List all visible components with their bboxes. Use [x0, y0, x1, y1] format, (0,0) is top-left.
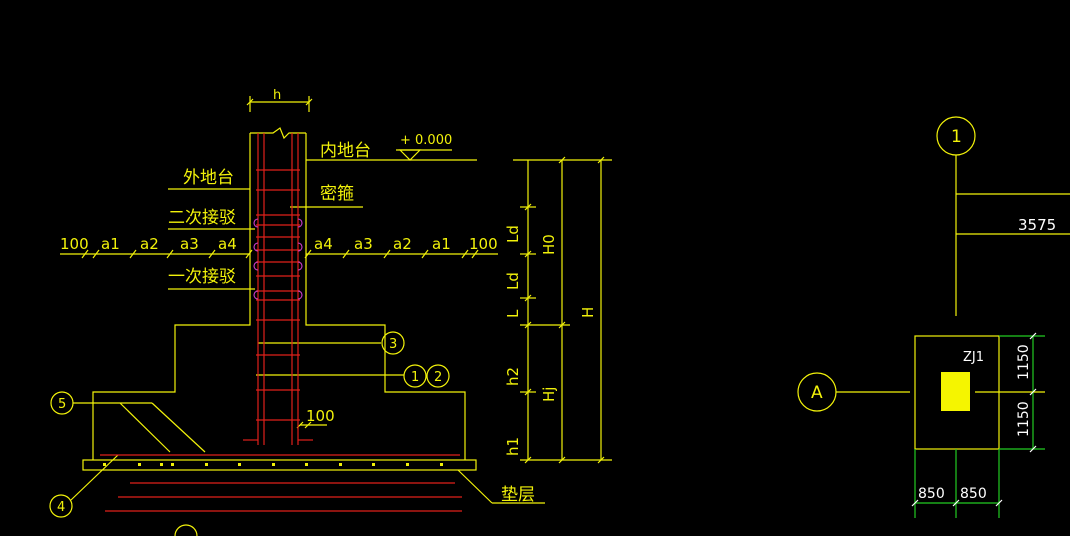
left-dim-100: 100 [60, 235, 89, 253]
right-dim-100: 100 [469, 235, 498, 253]
spacing-100-label: 100 [306, 407, 335, 425]
rebar-group [100, 133, 462, 512]
left-dim-a3: a3 [180, 235, 199, 253]
plan-labels: 1 A 3575 ZJ1 1150 1150 850 850 [811, 127, 1056, 502]
vdim-h1: h1 [504, 437, 522, 456]
axis-A-label: A [811, 383, 823, 403]
callout-3-circle [381, 331, 405, 355]
elevation-triangle [398, 149, 422, 161]
cushion-label: 垫层 [501, 485, 535, 505]
vdim-hj: Hj [540, 387, 558, 402]
callout-3-text: 3 [389, 337, 397, 352]
inner-ground-label: 内地台 [320, 141, 371, 161]
second-splice-label: 二次接驳 [168, 208, 236, 228]
callout-1-text: 1 [411, 370, 419, 385]
callout-5-text: 5 [58, 397, 66, 412]
column-zj1-fill [941, 372, 970, 411]
plan-dim-ticks [911, 332, 1037, 507]
width-label-h: h [273, 88, 281, 103]
left-dim-a2: a2 [140, 235, 159, 253]
dense-stirrup-label: 密箍 [320, 184, 354, 204]
vertical-dim-labels: Ld Ld L h2 h1 H0 Hj H [504, 225, 597, 456]
first-splice-label: 一次接驳 [168, 267, 236, 287]
callout-4-text: 4 [57, 500, 65, 515]
dim-1150-bottom: 1150 [1016, 401, 1032, 437]
footing-right-profile [305, 133, 466, 460]
right-dim-a1: a1 [432, 235, 451, 253]
callout-5-circle [50, 391, 74, 415]
right-dim-a3: a3 [354, 235, 373, 253]
left-dim-a1: a1 [101, 235, 120, 253]
callout-partial-circle [174, 524, 198, 536]
vdim-h0: H0 [540, 234, 558, 255]
dim-850-right: 850 [960, 486, 987, 502]
callout-1-circle [403, 364, 427, 388]
plan-view-outline [797, 116, 1070, 450]
dimension-ticks [81, 98, 605, 464]
callout-4-leader [70, 454, 119, 501]
callout-4-circle [49, 494, 73, 518]
callout-2-circle [426, 364, 450, 388]
column-tag-zj1: ZJ1 [963, 350, 984, 365]
dim-1150-top: 1150 [1016, 344, 1032, 380]
callout-2-text: 2 [434, 370, 442, 385]
vdim-ld-lower: Ld [504, 272, 522, 290]
section-labels: h + 0.000 内地台 外地台 密箍 二次接驳 一次接驳 垫层 100 10… [57, 88, 535, 515]
outer-ground-label: 外地台 [183, 168, 234, 188]
right-dim-a2: a2 [393, 235, 412, 253]
cushion-layer [82, 459, 477, 471]
dim-3575-label: 3575 [1018, 216, 1056, 234]
cushion-leader-d [457, 469, 493, 504]
vdim-h2: h2 [504, 367, 522, 386]
left-dim-a4: a4 [218, 235, 237, 253]
callout-5-leader-d2 [119, 402, 171, 453]
right-dim-a4: a4 [314, 235, 333, 253]
vdim-h-total: H [579, 307, 597, 318]
cushion-dots [103, 463, 443, 466]
vdim-ld-upper: Ld [504, 225, 522, 243]
callout-circles [49, 331, 450, 536]
callout-5-leader-d [151, 402, 206, 453]
axis-1-label: 1 [951, 127, 962, 147]
splice-hooks [253, 218, 303, 300]
dim-850-left: 850 [918, 486, 945, 502]
vdim-l: L [504, 309, 522, 318]
elevation-label: + 0.000 [400, 133, 452, 148]
